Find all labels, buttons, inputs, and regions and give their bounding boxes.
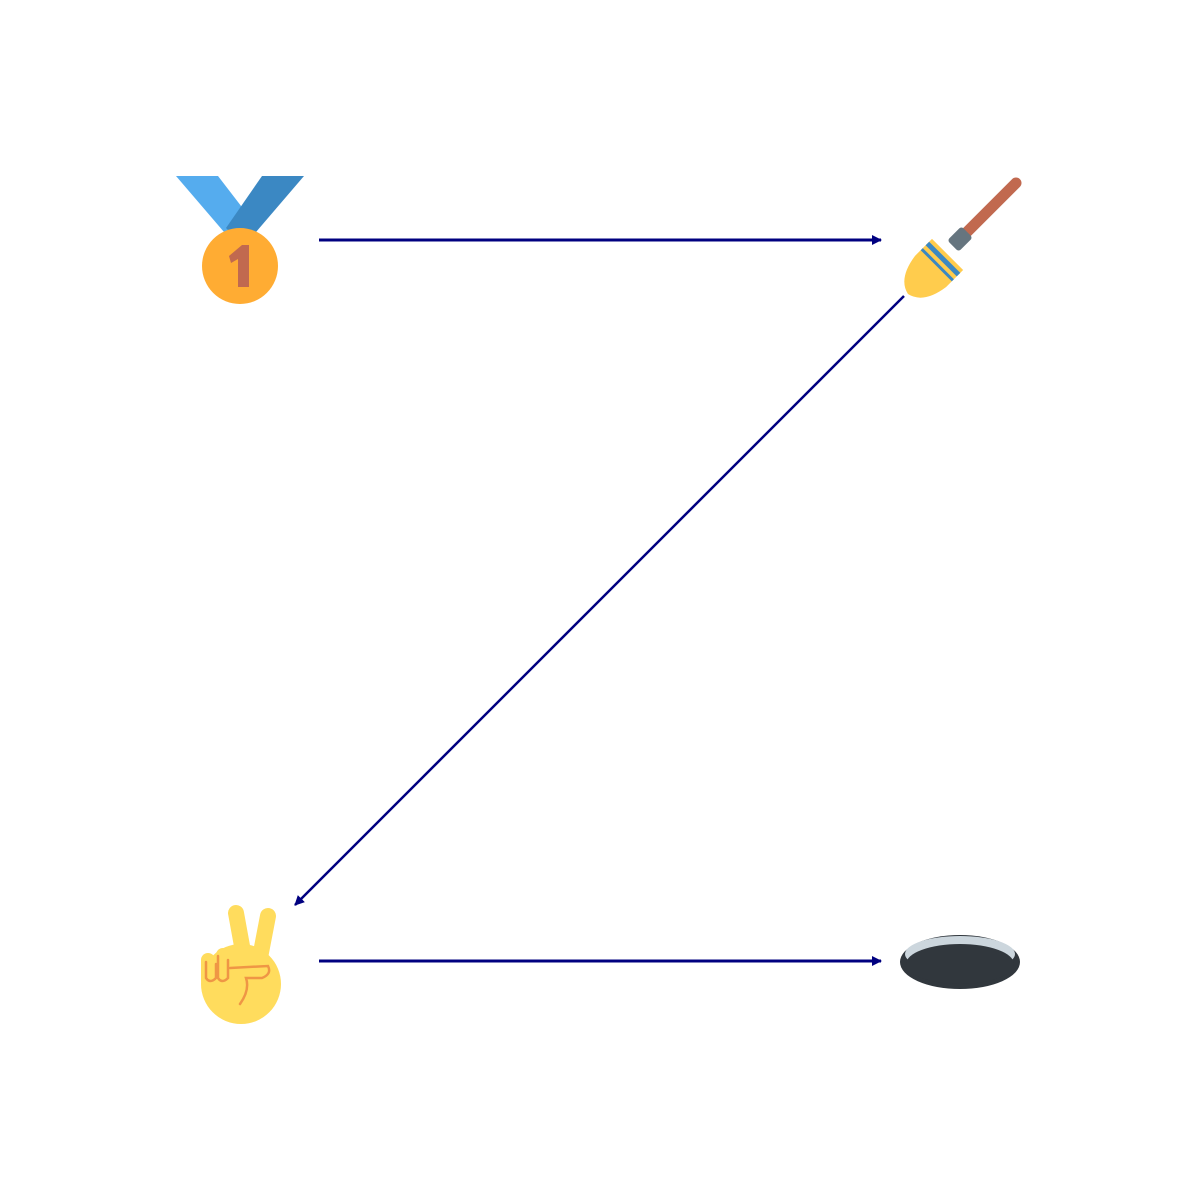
arrow-paintbrush-to-victory-hand: [294, 295, 905, 906]
paintbrush-icon: [904, 177, 1022, 298]
victory-hand-icon: [201, 905, 281, 1024]
hole-icon: [900, 935, 1020, 989]
first-place-medal-icon: [176, 176, 304, 304]
edges-layer: [294, 235, 905, 966]
